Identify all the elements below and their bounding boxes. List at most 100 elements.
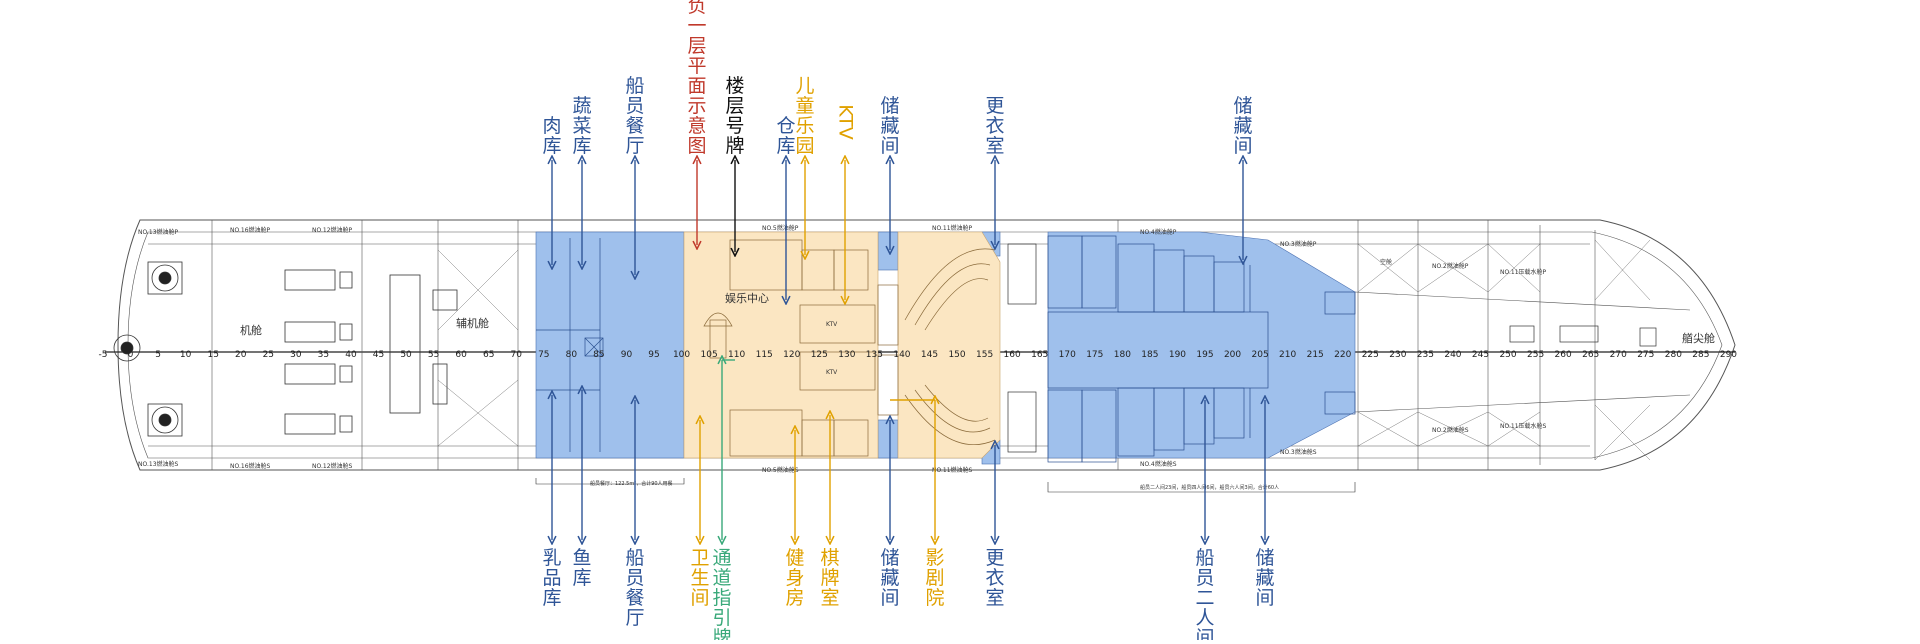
ktv-room-label: KTV bbox=[826, 369, 838, 376]
generator-icon bbox=[284, 321, 336, 343]
frame-number: 165 bbox=[1031, 350, 1048, 360]
tank-label: NO.11燃油舱S bbox=[932, 466, 973, 474]
mess-note: 船员餐厅：122.5m²，合计90人用餐 bbox=[590, 480, 673, 487]
stair-zone-bottom bbox=[877, 419, 899, 459]
frame-number: 215 bbox=[1307, 350, 1324, 360]
frame-number: 115 bbox=[756, 350, 773, 360]
callout-label-crew-double: 船员二人间 bbox=[1195, 547, 1214, 640]
frame-number: 45 bbox=[373, 350, 384, 360]
callout-label-title: 负一层平面示意图 bbox=[687, 0, 706, 157]
frame-number: 5 bbox=[155, 350, 161, 360]
callout-label-changing-top: 更衣室 bbox=[985, 95, 1004, 157]
crew-cabin-zone bbox=[1047, 231, 1356, 459]
frame-number: 185 bbox=[1141, 350, 1158, 360]
frame-number: 250 bbox=[1499, 350, 1516, 360]
callout-arrows bbox=[552, 160, 1265, 540]
frame-number: 205 bbox=[1252, 350, 1269, 360]
tank-label: NO.13燃油舱P bbox=[138, 228, 179, 236]
frame-number: 40 bbox=[345, 350, 357, 360]
tank-label: NO.5燃油舱P bbox=[762, 224, 799, 232]
frame-number: 125 bbox=[811, 350, 828, 360]
entertainment-label: 娱乐中心 bbox=[725, 291, 769, 305]
callout-label-passage-sign: 通道指引牌 bbox=[712, 547, 731, 640]
frame-number: 120 bbox=[783, 350, 800, 360]
callout-label-storage-top-2: 储藏间 bbox=[1233, 95, 1252, 157]
frame-number: 225 bbox=[1362, 350, 1379, 360]
callout-label-veg-store: 蔬菜库 bbox=[572, 95, 591, 157]
thruster-icon bbox=[151, 264, 179, 292]
frame-number: 245 bbox=[1472, 350, 1489, 360]
aux-engine-room-label: 辅机舱 bbox=[456, 316, 489, 330]
callout-label-dairy-store: 乳品库 bbox=[542, 547, 561, 609]
frame-number: 195 bbox=[1196, 350, 1213, 360]
frame-number: 260 bbox=[1555, 350, 1572, 360]
callout-label-storage-bottom-1: 储藏间 bbox=[880, 547, 899, 609]
entertainment-partitions bbox=[703, 239, 996, 457]
tank-label: NO.2燃油舱P bbox=[1432, 262, 1469, 270]
tank-label: NO.12燃油舱S bbox=[312, 462, 353, 470]
frame-number: 220 bbox=[1334, 350, 1351, 360]
tank-label: NO.16燃油舱S bbox=[230, 462, 271, 470]
frame-number: 60 bbox=[455, 350, 467, 360]
callout-label-floor-sign: 楼层号牌 bbox=[725, 75, 744, 157]
callout-label-ktv-top: KTV bbox=[835, 104, 857, 140]
tank-labels: NO.13燃油舱P NO.13燃油舱S NO.16燃油舱P NO.16燃油舱S … bbox=[138, 224, 1547, 474]
frame-number: 105 bbox=[701, 350, 718, 360]
tank-label: NO.4燃油舱P bbox=[1140, 228, 1177, 236]
hull-inner-outline bbox=[127, 231, 1723, 459]
thruster-icon bbox=[151, 406, 179, 434]
frame-number: 95 bbox=[648, 350, 659, 360]
tank-label: NO.16燃油舱P bbox=[230, 226, 271, 234]
callout-label-gym: 健身房 bbox=[785, 547, 804, 609]
frame-number: 155 bbox=[976, 350, 993, 360]
frame-number: 190 bbox=[1169, 350, 1186, 360]
callout-label-changing-bottom: 更衣室 bbox=[985, 547, 1004, 609]
frame-number: 0 bbox=[128, 350, 134, 360]
cinema-zone bbox=[897, 231, 1001, 459]
frame-number: 180 bbox=[1114, 350, 1131, 360]
callout-label-crew-mess-top: 船员餐厅 bbox=[625, 75, 644, 157]
frame-number: 80 bbox=[566, 350, 578, 360]
frame-number: 175 bbox=[1086, 350, 1103, 360]
callout-label-chess-room: 棋牌室 bbox=[820, 547, 839, 609]
frame-number: 30 bbox=[290, 350, 302, 360]
frame-number: 75 bbox=[538, 350, 549, 360]
frame-number: 285 bbox=[1692, 350, 1709, 360]
callout-label-meat-store: 肉库 bbox=[542, 115, 561, 157]
frame-number: 170 bbox=[1059, 350, 1076, 360]
frame-number: 85 bbox=[593, 350, 604, 360]
frame-number: 280 bbox=[1665, 350, 1682, 360]
ktv-room bbox=[799, 351, 876, 391]
frame-number: 55 bbox=[428, 350, 439, 360]
beige-zones bbox=[683, 231, 1001, 459]
frame-number: 65 bbox=[483, 350, 494, 360]
callout-label-fish-store: 鱼库 bbox=[572, 547, 591, 589]
generator-icon bbox=[284, 413, 336, 435]
frame-number: 160 bbox=[1004, 350, 1021, 360]
frame-number: 235 bbox=[1417, 350, 1434, 360]
frame-number: 135 bbox=[866, 350, 883, 360]
tank-label: NO.11压载水舱P bbox=[1500, 268, 1547, 276]
fore-misc bbox=[1007, 243, 1657, 453]
frame-number: -5 bbox=[99, 350, 108, 360]
frame-number: 15 bbox=[207, 350, 218, 360]
frame-number: 20 bbox=[235, 350, 247, 360]
generator-icon bbox=[284, 363, 336, 385]
crew-note: 船员二人间23间，船员四人间6间，船员六人间3间，合计60人 bbox=[1140, 484, 1279, 491]
frame-number: 140 bbox=[893, 350, 910, 360]
crew-cabin-grid bbox=[1047, 235, 1356, 463]
tank-label: NO.11燃油舱P bbox=[932, 224, 973, 232]
stair-zone-top bbox=[877, 231, 899, 271]
ktv-room bbox=[799, 304, 876, 344]
callout-label-crew-mess-bottom: 船员餐厅 bbox=[625, 547, 644, 629]
frame-number: 290 bbox=[1720, 350, 1737, 360]
callout-label-cinema: 影剧院 bbox=[925, 547, 944, 609]
provision-partitions bbox=[536, 238, 604, 452]
frame-number: 145 bbox=[921, 350, 938, 360]
frame-number: 10 bbox=[180, 350, 192, 360]
frame-number: 275 bbox=[1637, 350, 1654, 360]
tank-label: NO.2燃油舱S bbox=[1432, 426, 1469, 434]
